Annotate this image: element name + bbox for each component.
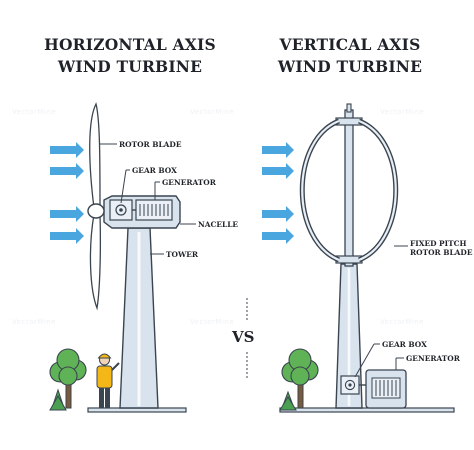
vertical-title-line-2: WIND TURBINE xyxy=(277,57,423,76)
label-fixed-pitch-line-1: FIXED PITCH xyxy=(410,239,467,248)
central-shaft xyxy=(344,109,354,267)
gear-icon xyxy=(344,379,356,391)
label-nacelle: NACELLE xyxy=(198,220,239,229)
watermark-text: VectorMine xyxy=(190,318,235,326)
rotor-blade-right xyxy=(357,118,399,263)
vertical-title: VERTICAL AXIS WIND TURBINE xyxy=(250,34,450,78)
wind-arrow-icon xyxy=(50,206,84,222)
watermark-text: VectorMine xyxy=(380,108,425,116)
wind-arrow-icon xyxy=(262,206,294,222)
label-fixed-pitch-rotor-blade: FIXED PITCH ROTOR BLADE xyxy=(410,239,472,257)
rotor-blade-upper xyxy=(89,102,101,209)
watermark-text: VectorMine xyxy=(12,108,57,116)
tree-icon xyxy=(49,388,67,411)
gear-icon xyxy=(115,204,127,216)
wind-arrow-icon xyxy=(262,142,294,158)
wind-arrow-icon xyxy=(50,163,84,179)
label-vertical-gear-box: GEAR BOX xyxy=(382,340,427,349)
wind-arrow-icon xyxy=(50,228,84,244)
rotor-blade-lower xyxy=(89,213,102,311)
label-gear-box: GEAR BOX xyxy=(132,166,177,175)
label-rotor-blade: ROTOR BLADE xyxy=(119,140,182,149)
label-generator: GENERATOR xyxy=(162,178,216,187)
vertical-title-line-1: VERTICAL AXIS xyxy=(279,35,421,54)
worker-icon xyxy=(96,353,120,408)
wind-arrow-icon xyxy=(50,142,84,158)
horizontal-title-line-2: WIND TURBINE xyxy=(57,57,203,76)
wind-arrow-icon xyxy=(262,163,294,179)
tree-icon xyxy=(279,390,297,411)
ground-base xyxy=(279,407,455,413)
watermark-text: VectorMine xyxy=(190,108,235,116)
rotor-blade-left xyxy=(299,118,341,263)
vs-label: VS xyxy=(232,328,255,346)
watermark-text: VectorMine xyxy=(380,318,425,326)
horizontal-title: HORIZONTAL AXIS WIND TURBINE xyxy=(20,34,240,78)
tree-icon xyxy=(281,348,319,409)
horizontal-title-line-1: HORIZONTAL AXIS xyxy=(44,35,216,54)
rotor-hub xyxy=(87,203,105,219)
tree-icon xyxy=(49,348,87,409)
watermark-text: VectorMine xyxy=(12,318,57,326)
label-tower: TOWER xyxy=(166,250,199,259)
generator xyxy=(135,199,173,221)
label-fixed-pitch-line-2: ROTOR BLADE xyxy=(410,248,473,257)
label-vertical-generator: GENERATOR xyxy=(406,354,460,363)
wind-arrow-icon xyxy=(262,228,294,244)
